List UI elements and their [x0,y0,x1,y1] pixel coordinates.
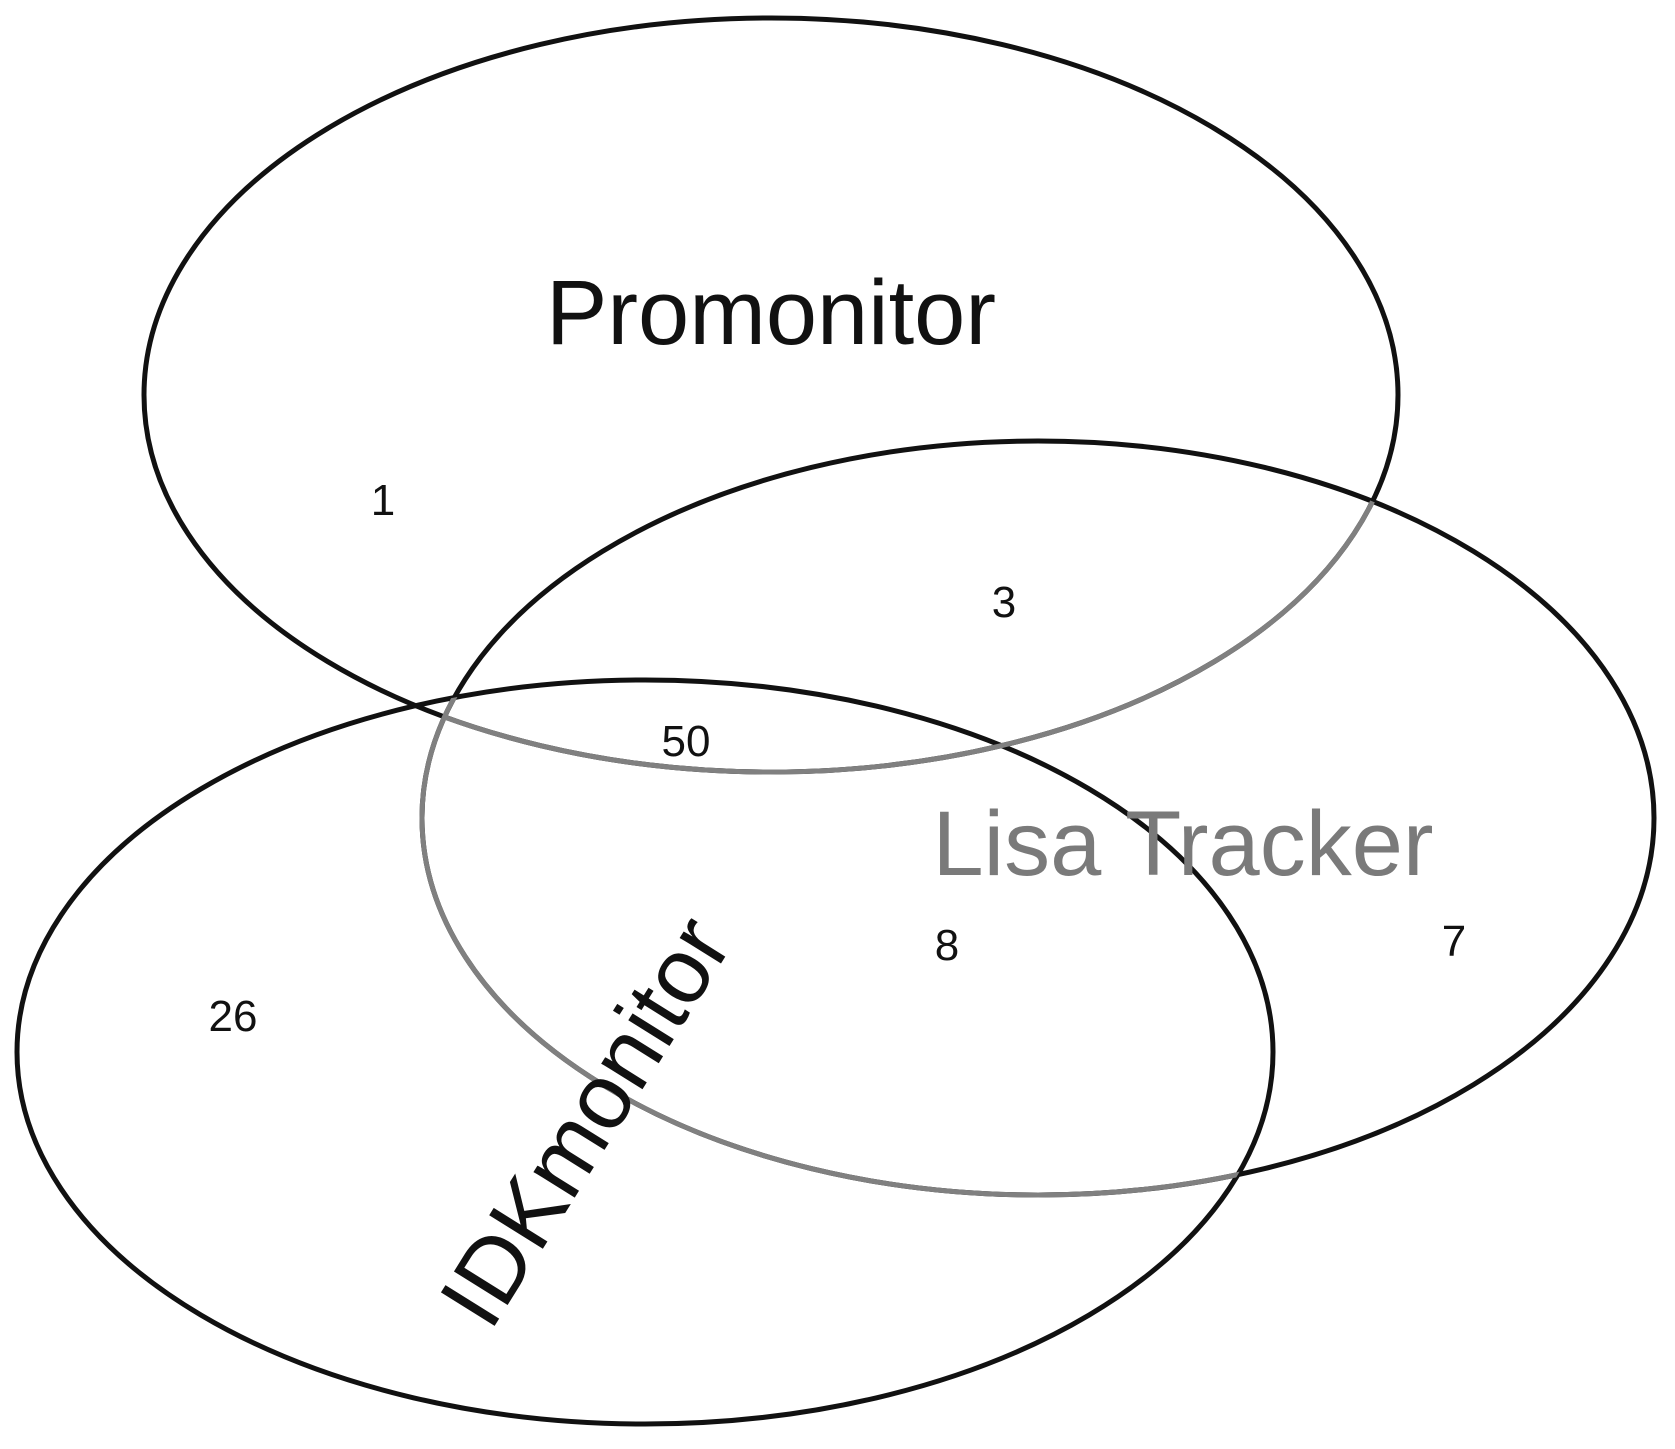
promonitor-outline-overlap-segment [422,441,1401,775]
lisa-tracker-outline-overlap-segment [419,680,1273,1198]
lisa-tracker-label: Lisa Tracker [932,793,1433,895]
count-lisa-only: 7 [1442,917,1466,966]
count-promonitor-lisa: 3 [992,578,1016,627]
count-promonitor-only: 1 [371,476,395,525]
count-all-three: 50 [662,717,711,766]
promonitor-label: Promonitor [546,262,996,364]
promonitor-set-outline [141,15,1401,775]
idkmonitor-set-outline [14,677,1276,1427]
count-idk-only: 26 [209,992,258,1041]
count-lisa-idk: 8 [935,921,959,970]
